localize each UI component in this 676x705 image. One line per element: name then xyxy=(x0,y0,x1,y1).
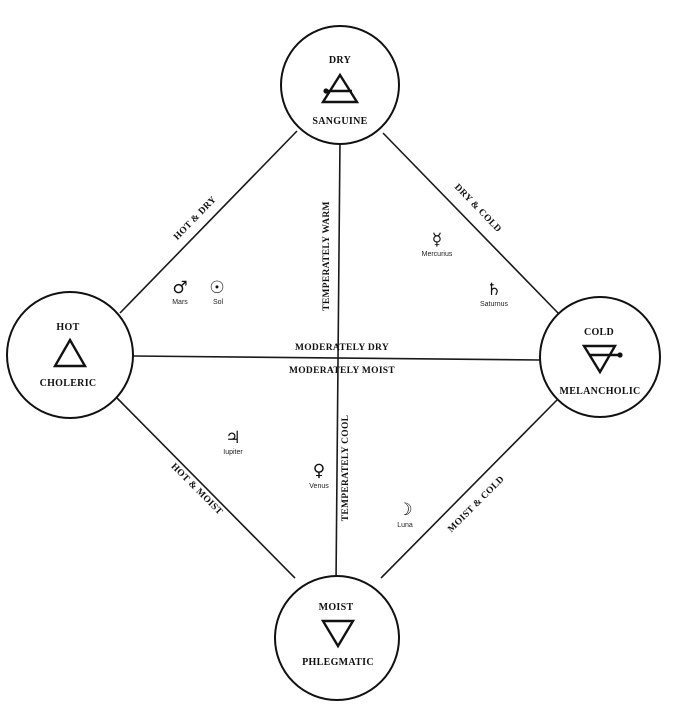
left-node-temperament: CHOLERIC xyxy=(40,378,97,389)
vertical-label-temperately-cool: TEMPERATELY COOL xyxy=(341,415,351,522)
dry-sanguine-node xyxy=(280,25,400,145)
planet-sol: ☉ Sol xyxy=(209,278,224,306)
planet-venus: ♀ Venus xyxy=(309,461,329,490)
horizontal-axis-line xyxy=(132,355,541,361)
saturnus-label: Saturnus xyxy=(480,301,509,308)
iupiter-icon: ♃ xyxy=(225,428,240,448)
edge-top-right-line xyxy=(382,132,559,314)
top-node-quality: DRY xyxy=(329,55,352,66)
bottom-node-temperament: PHLEGMATIC xyxy=(302,657,374,668)
luna-icon: ☽ xyxy=(397,500,412,520)
left-node-quality: HOT xyxy=(56,322,79,333)
planet-luna: ☽ Luna xyxy=(397,500,413,529)
horizontal-label-moderately-moist: MODERATELY MOIST xyxy=(289,366,395,376)
right-node-quality: COLD xyxy=(584,327,614,338)
sol-icon: ☉ xyxy=(209,278,224,298)
horizontal-label-moderately-dry: MODERATELY DRY xyxy=(295,343,389,353)
earth-alchemical-symbol-icon xyxy=(581,344,623,375)
bottom-node-quality: MOIST xyxy=(319,602,354,613)
edge-bottom-right-line xyxy=(380,399,558,579)
moist-phlegmatic-node xyxy=(274,575,400,701)
mercurius-icon: ☿ xyxy=(432,230,442,250)
edge-label-hot-moist: HOT & MOIST xyxy=(169,462,225,518)
luna-label: Luna xyxy=(397,522,413,529)
hot-choleric-node xyxy=(6,291,134,419)
venus-icon: ♀ xyxy=(313,461,325,481)
mercurius-label: Mercurius xyxy=(422,251,453,258)
mars-label: Mars xyxy=(172,299,188,306)
cold-melancholic-node xyxy=(539,296,661,418)
iupiter-label: Iupiter xyxy=(223,449,243,456)
vertical-label-temperately-warm: TEMPERATELY WARM xyxy=(322,201,332,311)
fire-alchemical-symbol-icon xyxy=(52,337,88,368)
edge-bottom-left-line xyxy=(116,397,296,579)
edge-label-dry-cold: DRY & COLD xyxy=(452,182,503,234)
vertical-axis-line xyxy=(335,139,341,584)
sol-label: Sol xyxy=(213,299,224,306)
top-node-temperament: SANGUINE xyxy=(312,116,367,127)
water-alchemical-symbol-icon xyxy=(320,619,356,649)
planet-mars: ♂ Mars xyxy=(172,278,188,306)
planet-mercurius: ☿ Mercurius xyxy=(422,230,453,258)
right-node-temperament: MELANCHOLIC xyxy=(559,386,640,397)
planet-saturnus: ♄ Saturnus xyxy=(480,280,509,308)
edge-top-left-line xyxy=(119,130,298,314)
venus-label: Venus xyxy=(309,483,329,490)
mars-icon: ♂ xyxy=(172,278,187,298)
edge-label-moist-cold: MOIST & COLD xyxy=(446,474,506,534)
air-alchemical-symbol-icon xyxy=(320,72,360,104)
saturnus-icon: ♄ xyxy=(486,280,501,300)
planet-iupiter: ♃ Iupiter xyxy=(223,428,243,456)
